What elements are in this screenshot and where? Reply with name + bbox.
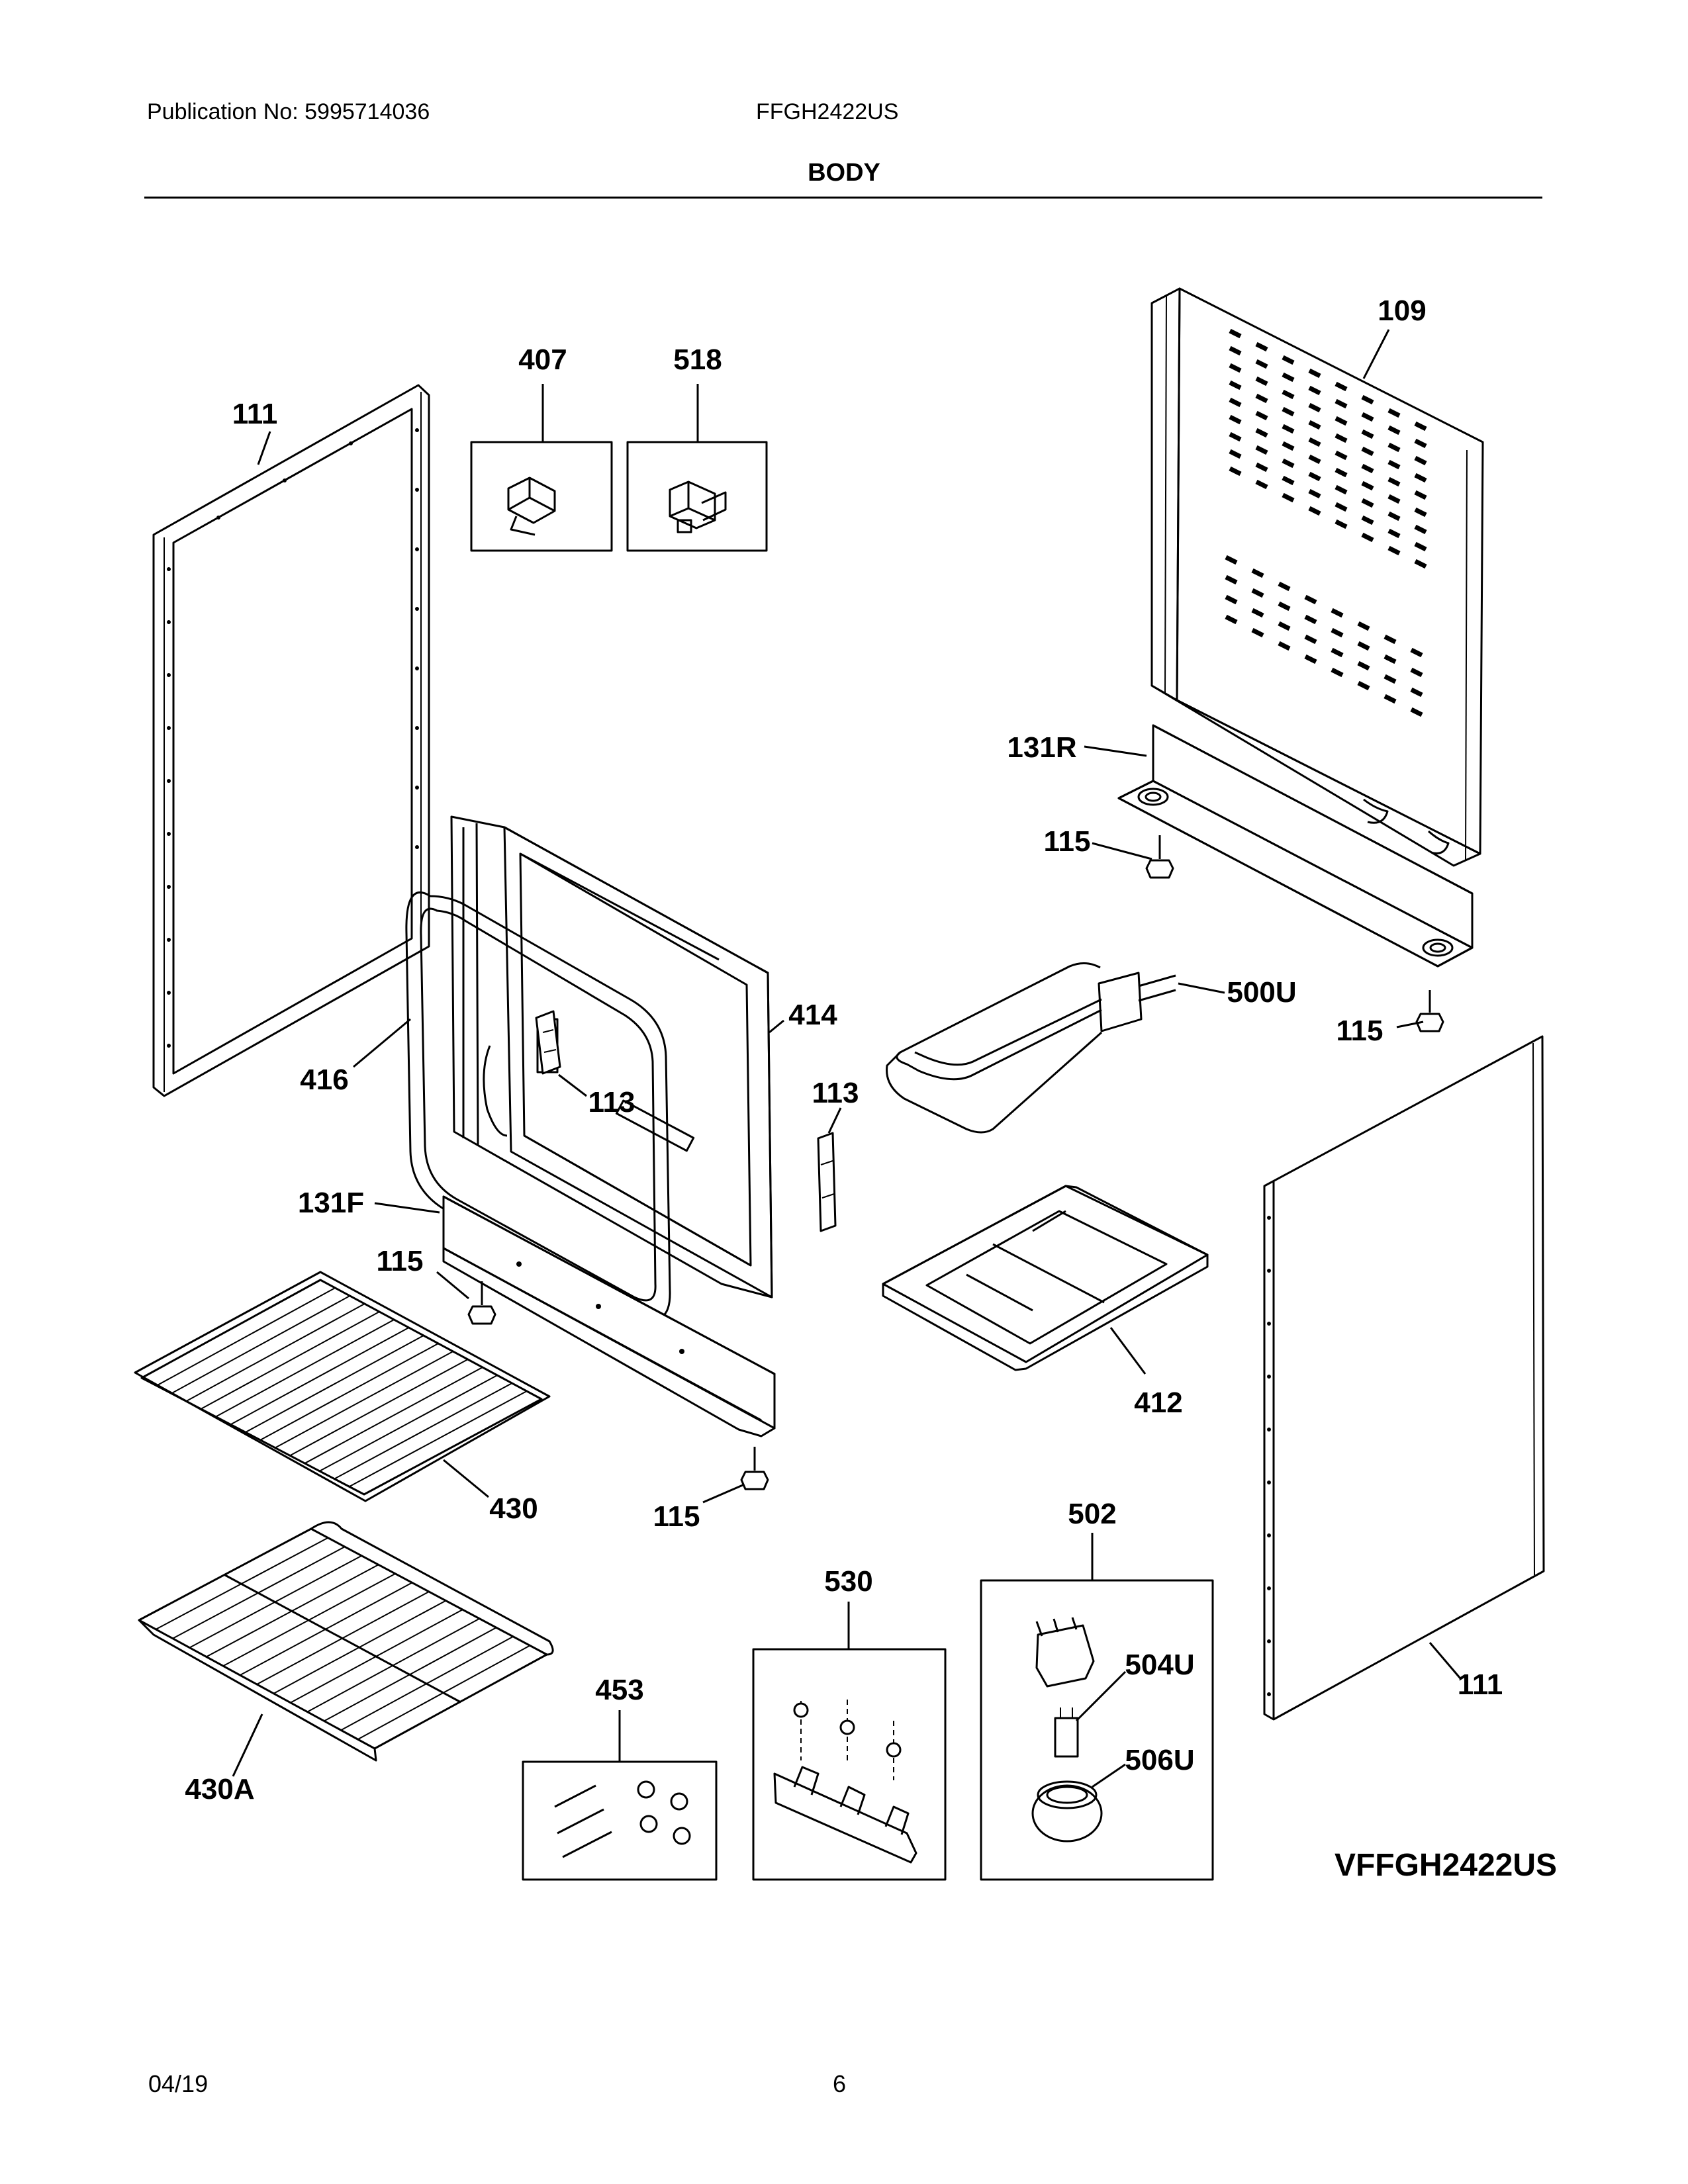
callout-430: 430 xyxy=(489,1492,538,1525)
side-panel-left-part xyxy=(152,384,430,1097)
callout-502: 502 xyxy=(1068,1498,1116,1530)
bracket-part-box xyxy=(626,441,768,552)
callout-453: 453 xyxy=(595,1674,643,1706)
callout-111-right: 111 xyxy=(1458,1668,1503,1701)
callout-115-rear-right: 115 xyxy=(1336,1015,1383,1047)
callout-115-rear-left: 115 xyxy=(1044,825,1091,858)
leader-lines xyxy=(232,329,1462,1788)
callout-416: 416 xyxy=(300,1064,348,1096)
model-number: FFGH2422US xyxy=(756,99,899,124)
callout-111-left: 111 xyxy=(232,398,278,430)
side-panel-right-part xyxy=(1263,1035,1545,1721)
publication-date: 04/19 xyxy=(148,2070,209,2097)
page-number: 6 xyxy=(833,2070,847,2097)
bake-element-part xyxy=(886,962,1176,1134)
diagram-id: VFFGH2422US xyxy=(1335,1848,1557,1883)
callout-518: 518 xyxy=(673,343,722,376)
rack-support-kit-box xyxy=(752,1648,947,1881)
callout-131F: 131F xyxy=(298,1187,364,1219)
oven-liner-part xyxy=(450,815,773,1298)
callout-109: 109 xyxy=(1378,295,1426,327)
front-rail-part xyxy=(442,1195,776,1437)
rear-rail-part xyxy=(1117,724,1474,968)
hardware-kit-box xyxy=(522,1760,718,1881)
header-divider xyxy=(144,197,1542,199)
callout-506U: 506U xyxy=(1125,1744,1194,1776)
leveler-front-right-part xyxy=(740,1447,769,1490)
callout-113-left: 113 xyxy=(588,1086,635,1118)
rack-alt-part xyxy=(138,1521,554,1762)
leveler-front-left-part xyxy=(467,1281,496,1325)
callout-115-front-right: 115 xyxy=(653,1500,700,1533)
publication-number: Publication No: 5995714036 xyxy=(147,99,430,124)
clip-part-box xyxy=(470,441,613,552)
igniter-kit-box xyxy=(980,1579,1214,1881)
callout-412: 412 xyxy=(1134,1387,1182,1419)
callout-414: 414 xyxy=(788,999,837,1031)
hinge-receiver-left-part xyxy=(535,1010,561,1075)
leveler-rear-right-part xyxy=(1415,990,1444,1032)
rack-part xyxy=(134,1271,551,1502)
burner-baffle-part xyxy=(882,1185,1209,1371)
callout-430A: 430A xyxy=(185,1773,254,1805)
callout-113-right: 113 xyxy=(812,1077,859,1109)
leveler-rear-left-part xyxy=(1145,835,1174,879)
callout-131R: 131R xyxy=(1007,731,1076,764)
rear-panel-part xyxy=(1150,287,1484,867)
callout-500U: 500U xyxy=(1227,976,1296,1009)
callout-115-front-left: 115 xyxy=(377,1245,424,1277)
callout-504U: 504U xyxy=(1125,1649,1194,1681)
hinge-receiver-right-part xyxy=(817,1132,837,1232)
section-title: BODY xyxy=(808,159,880,187)
callout-labels: 111 407 518 109 131R 115 500U 115 414 41… xyxy=(185,295,1557,1883)
callout-407: 407 xyxy=(518,343,567,376)
callout-530: 530 xyxy=(824,1565,872,1598)
